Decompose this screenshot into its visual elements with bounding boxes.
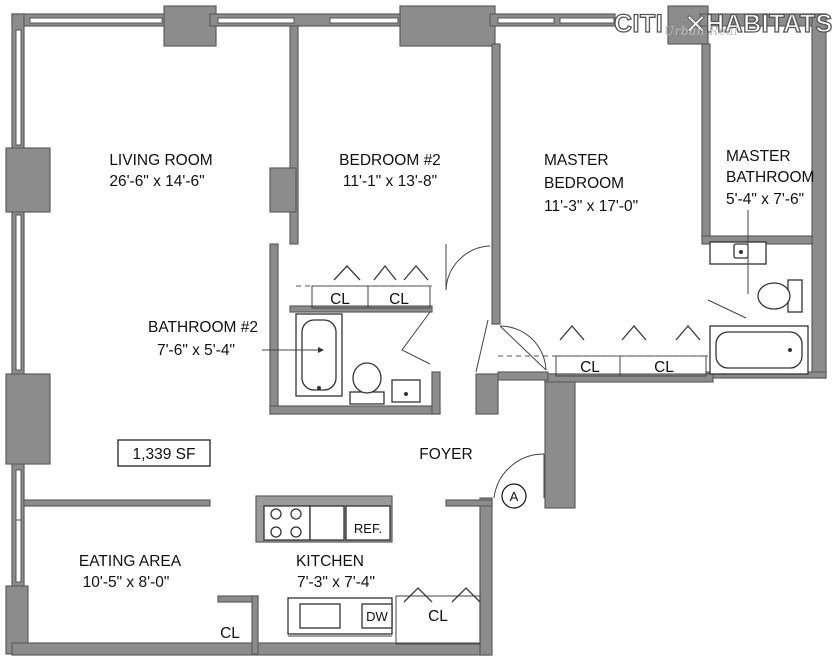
- logo-cross-icon: ✕: [684, 9, 708, 41]
- kitchen-name: KITCHEN: [296, 553, 364, 570]
- eating-area-dims: 10'-5" x 8'-0": [83, 574, 170, 591]
- brand-logo: CITI ✕ HABITATS Urban Real: [612, 8, 832, 42]
- logo-script-text: Urban Real: [664, 24, 739, 38]
- living-room-name: LIVING ROOM: [109, 152, 212, 169]
- master-bathroom-dims: 5'-4" x 7'-6": [726, 191, 804, 208]
- living-room-dims: 26'-6" x 14'-6": [109, 173, 204, 190]
- kitchen-closet: [395, 587, 481, 645]
- doors: [401, 244, 747, 499]
- exterior-walls: [5, 5, 827, 656]
- fridge-label: REF.: [354, 521, 382, 536]
- logo-text-right: HABITATS: [705, 9, 833, 38]
- closet-label: CL: [220, 625, 240, 642]
- dishwasher-label: DW: [366, 609, 388, 624]
- logo-text-left: CITI: [613, 9, 664, 38]
- closet-label: CL: [428, 608, 448, 625]
- windows: [15, 17, 615, 583]
- master-bedroom-name-line2: BEDROOM: [544, 175, 624, 192]
- master-closets: [498, 325, 708, 377]
- foyer-name: FOYER: [419, 446, 472, 463]
- closet-label: CL: [389, 291, 409, 308]
- master-bathroom-name-line1: MASTER: [726, 148, 791, 165]
- bedroom2-dims: 11'-1" x 13'-8": [343, 173, 437, 190]
- master-bedroom-name-line1: MASTER: [544, 152, 609, 169]
- entry-marker-label: A: [510, 489, 519, 504]
- interior-walls: [23, 25, 813, 655]
- kitchen-fixtures: [255, 495, 393, 637]
- master-bath-fixtures: [709, 210, 809, 375]
- area-box: [117, 439, 211, 467]
- bathroom2-dims: 7'-6" x 5'-4": [157, 342, 235, 359]
- closet-label: CL: [580, 359, 600, 376]
- bedroom2-closets: [296, 264, 432, 309]
- master-bedroom-dims: 11'-3" x 17'-0": [544, 198, 638, 215]
- bedroom2-name: BEDROOM #2: [339, 152, 441, 169]
- eating-area-name: EATING AREA: [79, 553, 182, 570]
- kitchen-dims: 7'-3" x 7'-4": [297, 574, 375, 591]
- bathroom2-fixtures: [295, 313, 421, 405]
- bathroom2-name: BATHROOM #2: [148, 319, 258, 336]
- master-bathroom-name-line2: BATHROOM: [726, 169, 814, 186]
- closet-label: CL: [654, 359, 674, 376]
- closet-label: CL: [330, 291, 350, 308]
- area-label: 1,339 SF: [133, 446, 196, 463]
- entry-marker-circle: [501, 483, 527, 509]
